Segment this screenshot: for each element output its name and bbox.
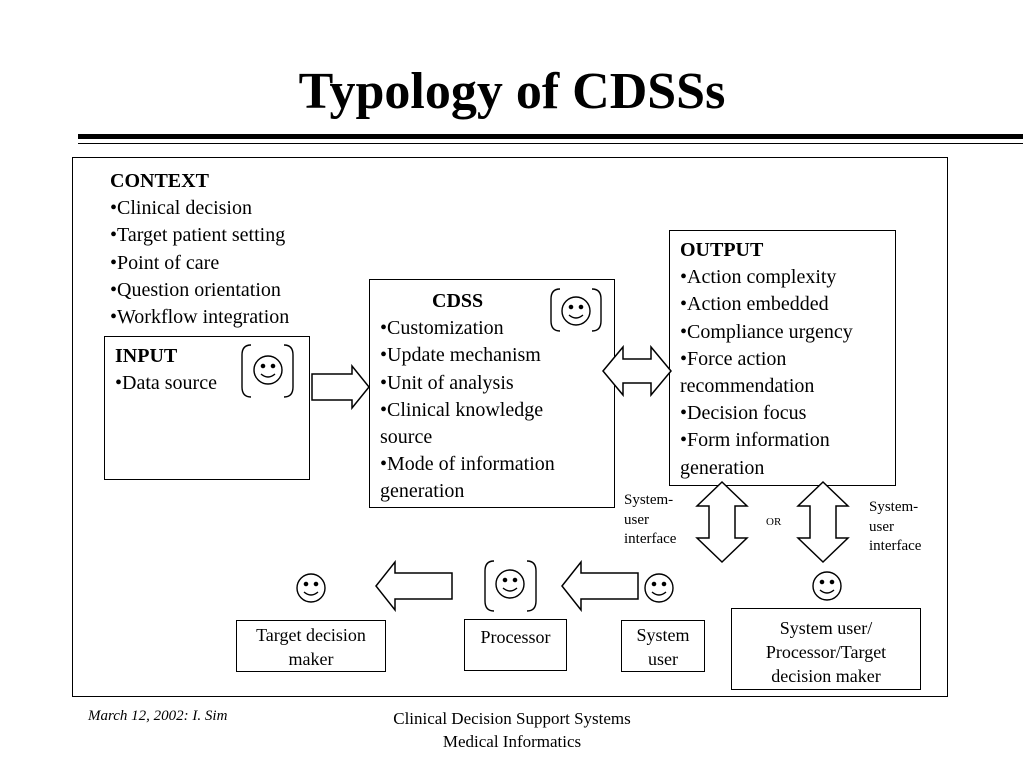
output-item: •Decision focus [680, 402, 807, 425]
bullet: • [680, 266, 688, 289]
smiley-combined-role-icon [812, 571, 842, 601]
target-decision-maker-box: Target decision maker [236, 620, 386, 672]
output-item: •Force action recommendation [680, 347, 815, 398]
bullet: • [680, 402, 688, 425]
arrow-cdss-output-double [602, 344, 672, 398]
combined-role-box: System user/ Processor/Target decision m… [731, 608, 921, 690]
context-item: •Clinical decision [110, 197, 252, 220]
bullet: • [380, 371, 388, 394]
bullet: • [110, 251, 118, 274]
smiley-target-decision-maker-icon [296, 573, 326, 603]
bullet: • [115, 372, 123, 395]
context-item: •Target patient setting [110, 224, 286, 247]
input-heading: INPUT [115, 345, 178, 367]
input-box: INPUT •Data source [104, 336, 310, 480]
arrow-system-user-interface-right [796, 480, 850, 564]
context-item: •Point of care [110, 251, 220, 274]
context-heading: CONTEXT [110, 170, 209, 192]
cdss-item: •Mode of information generation [380, 453, 555, 503]
smiley-system-user-icon [644, 573, 674, 603]
bullet: • [680, 293, 688, 316]
slide-title: Typology of CDSSs [298, 63, 726, 120]
input-item: •Data source [115, 372, 217, 395]
bullet: • [110, 197, 118, 220]
title-rule-thin [78, 143, 1023, 144]
bullet: • [380, 453, 388, 476]
bullet: • [380, 344, 388, 367]
bullet: • [110, 224, 118, 247]
bullet: • [110, 278, 118, 301]
bullet: • [680, 347, 688, 370]
cdss-item: •Customization [380, 317, 504, 340]
footer-course-line1: Clinical Decision Support Systems [393, 709, 631, 728]
smiley-cdss-icon [550, 288, 602, 332]
output-box: OUTPUT •Action complexity •Action embedd… [669, 230, 896, 486]
output-item: •Action complexity [680, 266, 837, 289]
arrow-user-to-processor [561, 559, 639, 613]
smiley-processor-icon [484, 560, 537, 612]
output-item: •Action embedded [680, 293, 829, 316]
context-item: •Question orientation [110, 278, 281, 301]
cdss-item: •Clinical knowledge source [380, 398, 544, 449]
output-item: •Compliance urgency [680, 320, 853, 343]
system-user-box: System user [621, 620, 705, 672]
context-item: •Workflow integration [110, 306, 290, 329]
output-item: •Form information generation [680, 429, 830, 479]
arrow-input-to-cdss [311, 363, 370, 411]
diagram-frame [72, 157, 948, 697]
context-list: CONTEXT •Clinical decision •Target patie… [110, 168, 340, 331]
cdss-item: •Unit of analysis [380, 371, 514, 394]
bullet: • [680, 429, 688, 452]
arrow-system-user-interface-left [695, 480, 749, 564]
output-heading: OUTPUT [680, 239, 764, 261]
footer-course-line2: Medical Informatics [442, 732, 582, 751]
footer-course: Clinical Decision Support Systems Medica… [362, 707, 662, 753]
title-rule-thick [78, 134, 1023, 139]
interface-label-left: System-user interface [624, 492, 677, 547]
interface-label-right: System-user interface [869, 499, 922, 554]
or-label: OR [766, 516, 782, 528]
bullet: • [110, 306, 118, 329]
processor-box: Processor [464, 619, 567, 671]
cdss-item: •Update mechanism [380, 344, 541, 367]
footer-date-author: March 12, 2002: I. Sim [88, 708, 228, 724]
smiley-input-icon [241, 344, 294, 398]
arrow-processor-to-target [375, 559, 453, 613]
bullet: • [380, 317, 388, 340]
bullet: • [680, 320, 688, 343]
bullet: • [380, 398, 388, 421]
cdss-heading: CDSS [432, 290, 484, 312]
